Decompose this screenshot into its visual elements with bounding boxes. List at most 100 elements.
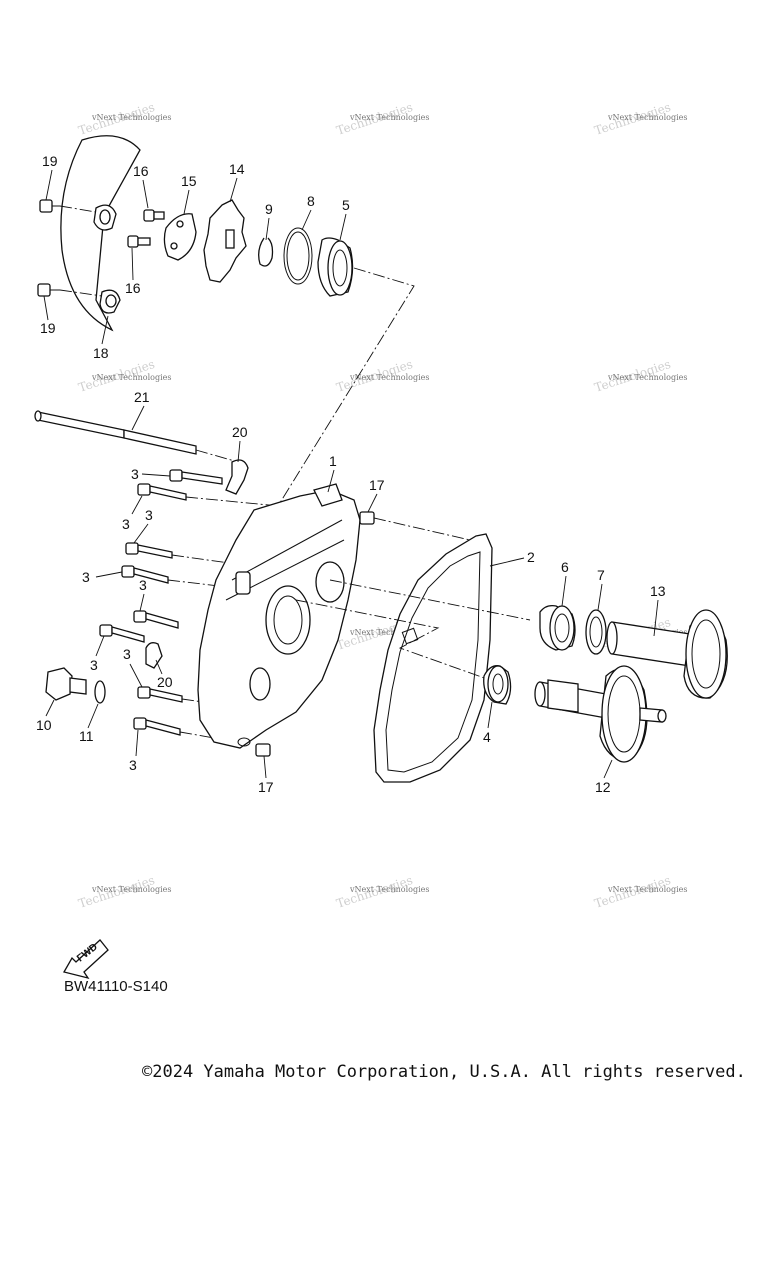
- callout-16-label-b: 16: [125, 280, 141, 296]
- callout-17-label-a: 17: [369, 477, 385, 493]
- case-bore-right: [315, 561, 345, 603]
- cover-hole-lower: [105, 294, 117, 308]
- callout-19: 19 19: [40, 153, 58, 336]
- callout-10: 10: [36, 699, 55, 733]
- callout-6: 6: [561, 559, 569, 607]
- callout-8-label: 8: [307, 193, 315, 209]
- watermark-row-2: Technologies vNext Technologies Technolo…: [77, 357, 688, 395]
- watermark-text: vNext Technologies: [349, 373, 429, 382]
- callout-7: 7: [597, 567, 605, 611]
- callout-3-label-d: 3: [82, 569, 90, 585]
- callout-12-label: 12: [595, 779, 611, 795]
- bolt-3-h: [133, 717, 215, 739]
- case-bore-upper: [265, 585, 311, 655]
- callout-3-label-b: 3: [122, 516, 130, 532]
- oil-seal-part: [585, 609, 607, 655]
- callout-4-label: 4: [483, 729, 491, 745]
- callout-17-label-b: 17: [258, 779, 274, 795]
- cover-guard-part: [60, 135, 141, 332]
- callout-21: 21: [131, 389, 150, 431]
- diagram-code-label: BW41110-S140: [64, 978, 168, 995]
- callout-6-label: 6: [561, 559, 569, 575]
- case-spigot: [235, 571, 251, 595]
- clip-20-upper-part: [225, 459, 249, 495]
- callout-3-label-f: 3: [90, 657, 98, 673]
- bolt-16-lower: [127, 235, 151, 248]
- drive-axle-part: [606, 609, 728, 699]
- callout-20-label-a: 20: [232, 424, 248, 440]
- callout-13-label: 13: [650, 583, 666, 599]
- callout-16: 16 16: [125, 163, 149, 296]
- callout-19-label-b: 19: [40, 320, 56, 336]
- callout-5: 5: [339, 197, 350, 241]
- callout-3-label-a: 3: [131, 466, 139, 482]
- bolt-3-a: [169, 469, 223, 485]
- watermark-text: vNext Technologies: [91, 885, 171, 894]
- callout-9: 9: [265, 201, 273, 241]
- callout-11: 11: [79, 703, 99, 744]
- copyright-notice: ©2024 Yamaha Motor Corporation, U.S.A. A…: [142, 1062, 746, 1082]
- sprocket-part: [203, 199, 247, 283]
- callout-14-label: 14: [229, 161, 245, 177]
- bearing-4-part: [483, 665, 512, 705]
- callout-20: 20 20: [155, 424, 248, 690]
- bolt-3-e: [133, 610, 179, 629]
- callout-15: 15: [181, 173, 197, 215]
- callout-7-label: 7: [597, 567, 605, 583]
- pipe-21-part: [34, 410, 239, 463]
- crankcase-cover-part: [197, 483, 361, 749]
- callout-12: 12: [595, 759, 613, 795]
- callout-3-label-c: 3: [145, 507, 153, 523]
- callout-4: 4: [483, 701, 493, 745]
- washer-part: [94, 680, 106, 704]
- callout-15-label: 15: [181, 173, 197, 189]
- callout-21-label: 21: [134, 389, 150, 405]
- watermark-text: vNext Technologies: [607, 885, 687, 894]
- callout-5-label: 5: [342, 197, 350, 213]
- circlip-8-part: [283, 227, 313, 285]
- callout-17: 17 17: [258, 477, 385, 795]
- callout-11-label: 11: [79, 728, 94, 744]
- watermark-row-1: Technologies vNext Technologies Technolo…: [77, 100, 688, 138]
- callout-1-label: 1: [329, 453, 337, 469]
- callout-2-label: 2: [527, 549, 535, 565]
- dowel-17-lower: [255, 743, 271, 757]
- bolt-3-f: [99, 624, 145, 643]
- callout-8: 8: [301, 193, 315, 231]
- callout-13: 13: [650, 583, 666, 637]
- callout-3-label-e: 3: [139, 577, 147, 593]
- watermark-text: vNext Technologies: [607, 373, 687, 382]
- watermark-text: vNext Technologies: [349, 113, 429, 122]
- needle-bearing-part: [539, 604, 576, 651]
- bolt-3-d: [121, 565, 237, 589]
- primary-shaft-gear-part: [534, 665, 667, 763]
- gasket-part: [373, 533, 493, 783]
- callout-1: 1: [327, 453, 337, 493]
- case-bore-lower: [249, 667, 271, 701]
- watermark-text: vNext Technologies: [349, 628, 429, 637]
- watermark-text: vNext Technologies: [349, 885, 429, 894]
- callout-2: 2: [489, 549, 535, 567]
- callout-14: 14: [229, 161, 245, 203]
- callout-20-label-b: 20: [157, 674, 173, 690]
- callout-16-label-a: 16: [133, 163, 149, 179]
- bearing-5-part: [317, 237, 354, 297]
- watermark-text: vNext Technologies: [91, 113, 171, 122]
- drain-plug-part: [45, 667, 87, 701]
- fwd-arrow-icon: FWD: [63, 939, 109, 980]
- callout-18-label: 18: [93, 345, 109, 361]
- cover-hole: [99, 209, 111, 225]
- callout-3-label-g: 3: [123, 646, 131, 662]
- bolt-19-lower: [37, 283, 103, 297]
- callout-3: 3 3 3 3 3 3 3 3: [82, 466, 171, 773]
- clip-20-lower-part: [145, 642, 163, 669]
- callout-3-label-h: 3: [129, 757, 137, 773]
- callout-18: 18: [93, 315, 109, 361]
- watermark-text: vNext Technologies: [91, 373, 171, 382]
- circlip-9-part: [258, 237, 274, 267]
- dowel-17-upper: [359, 511, 471, 541]
- bolt-3-c: [125, 542, 237, 565]
- watermark-row-4: Technologies vNext Technologies Technolo…: [77, 873, 688, 911]
